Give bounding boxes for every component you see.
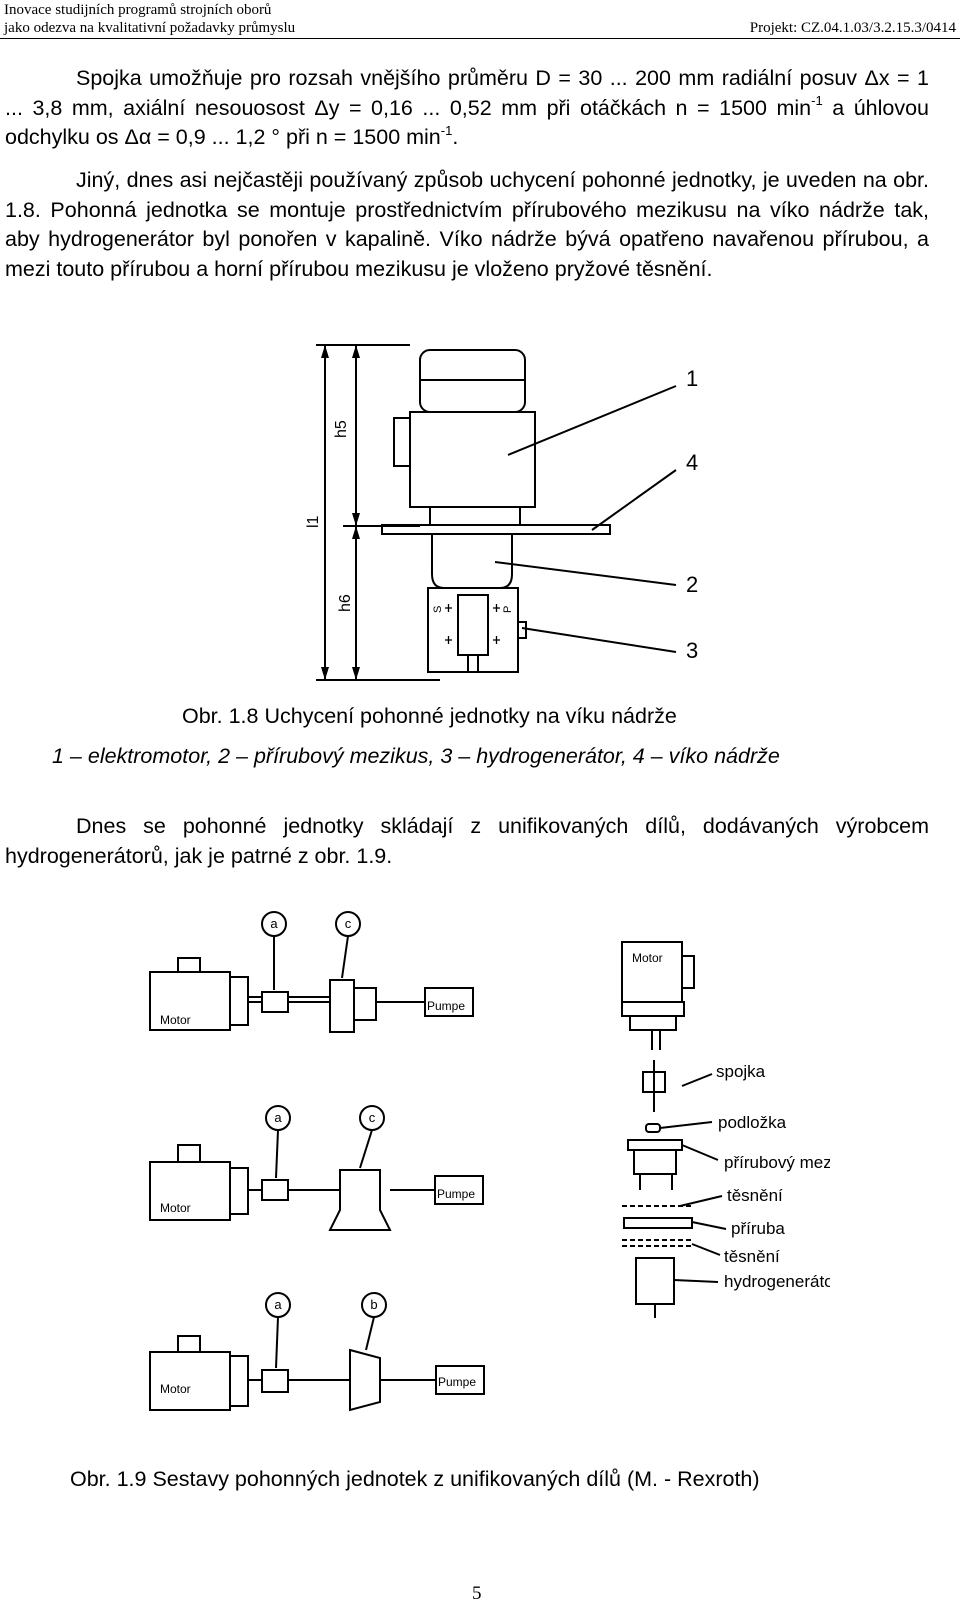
fig19-pumpe-label: Pumpe	[437, 1187, 475, 1201]
fig19-motor-label: Motor	[160, 1013, 191, 1027]
header-rule	[0, 38, 960, 39]
figure-1-9-drawing: Motor Pumpe Motor Pumpe Motor Pumpe Moto…	[149, 911, 830, 1412]
figure-1-9-caption: Obr. 1.9 Sestavy pohonných jednotek z un…	[70, 1467, 760, 1491]
paragraph-unified-parts: Dnes se pohonné jednotky skládají z unif…	[5, 814, 929, 868]
dim-label-l1: l1	[305, 515, 322, 528]
marker-b: b	[370, 1297, 377, 1312]
paragraph-mounting: Jiný, dnes asi nejčastěji používaný způs…	[5, 168, 929, 281]
callout-2: 2	[686, 572, 698, 597]
pump-mark-s: S	[432, 606, 444, 613]
fig19-motor-label: Motor	[160, 1201, 191, 1215]
fig19-pumpe-label: Pumpe	[438, 1375, 476, 1389]
para1-sup-2: -1	[440, 122, 453, 138]
page-number: 5	[472, 1583, 482, 1604]
dim-arrow-icon	[352, 513, 360, 526]
part-label-prirubovy-mezikus: přírubový mezikus	[724, 1153, 830, 1172]
para1-text-a: Spojka umožňuje pro rozsah vnějšího prům…	[5, 66, 929, 120]
part-label-spojka: spojka	[716, 1062, 766, 1081]
figure-1-8-caption: Obr. 1.8 Uchycení pohonné jednotky na ví…	[182, 704, 677, 728]
fig19-motor-label: Motor	[160, 1382, 191, 1396]
marker-a: a	[270, 916, 278, 931]
part-label-tesneni: těsnění	[724, 1247, 780, 1266]
para1-text-c: .	[452, 125, 459, 149]
marker-c: c	[345, 916, 352, 931]
callout-1: 1	[686, 366, 698, 391]
part-label-podlozka: podložka	[718, 1113, 787, 1132]
callout-4: 4	[686, 450, 698, 475]
para1-sup-1: -1	[811, 93, 823, 109]
pump-mark-p: P	[502, 606, 514, 613]
marker-a: a	[274, 1110, 282, 1125]
header-line-1: Inovace studijních programů strojních ob…	[4, 2, 272, 18]
figure-1-8-legend: 1 – elektromotor, 2 – přírubový mezikus,…	[52, 744, 780, 768]
figure-1-8-drawing: h5 l1 h6 S P 1 4 2 3	[305, 344, 698, 681]
para1-text-b: a úhlovou odchylku os Δα = 0,9 ... 1,2 °…	[5, 95, 930, 150]
part-label-tesneni: těsnění	[727, 1186, 783, 1205]
dim-arrow-icon	[352, 345, 360, 358]
part-label-hydrogenerator: hydrogenerátor	[724, 1272, 830, 1291]
marker-c: c	[369, 1110, 376, 1125]
header-project: Projekt: CZ.04.1.03/3.2.15.3/0414	[749, 20, 956, 36]
header-line-2: jako odezva na kvalitativní požadavky pr…	[4, 20, 296, 36]
dim-arrow-icon	[321, 345, 329, 358]
fig19-motor-label: Motor	[632, 951, 663, 965]
dim-label-h5: h5	[333, 420, 350, 438]
fig19-pumpe-label: Pumpe	[427, 999, 465, 1013]
dim-arrow-icon	[352, 667, 360, 680]
part-label-priruba: příruba	[731, 1219, 785, 1238]
page-header: Inovace studijních programů strojních ob…	[0, 0, 960, 39]
dim-arrow-icon	[352, 526, 360, 539]
paragraph-coupling: Spojka umožňuje pro rozsah vnějšího prům…	[5, 64, 929, 153]
marker-a: a	[274, 1297, 282, 1312]
dim-arrow-icon	[321, 667, 329, 680]
dim-label-h6: h6	[337, 594, 354, 612]
callout-3: 3	[686, 638, 698, 663]
